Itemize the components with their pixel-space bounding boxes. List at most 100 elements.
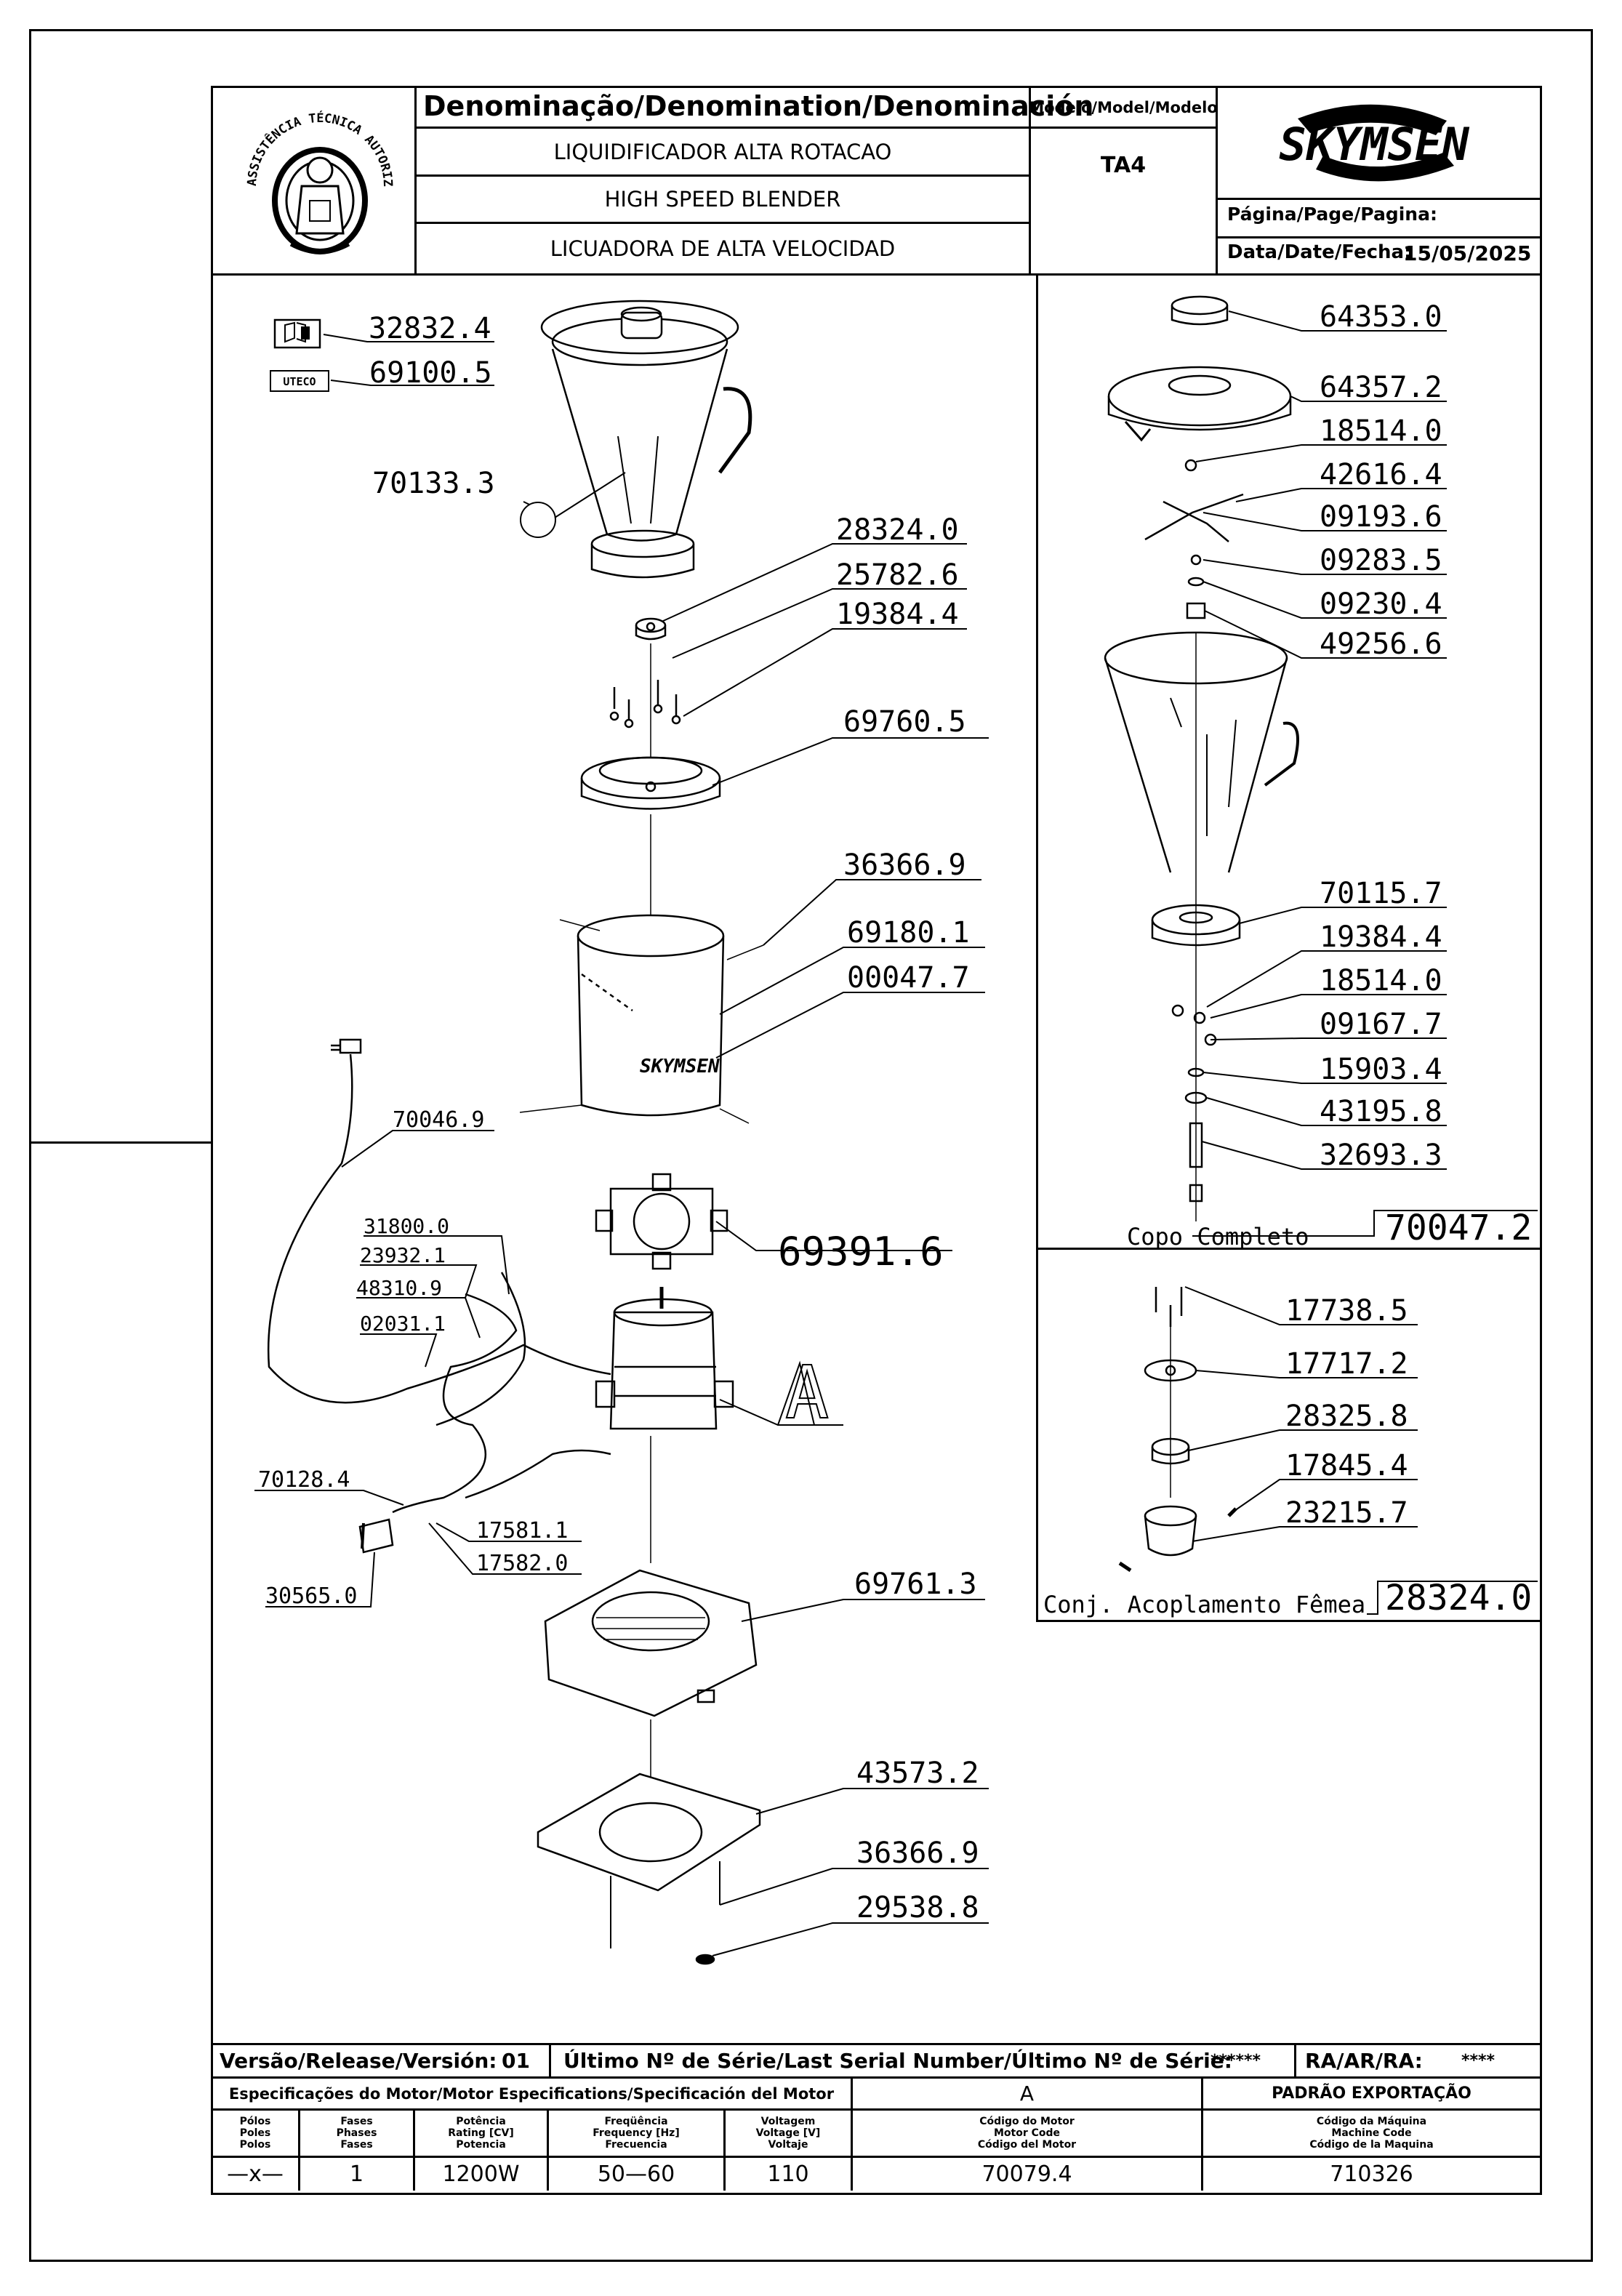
part-label: 69100.5 [369, 356, 492, 390]
motor-base-drawing [544, 1569, 758, 1717]
part-label: 64357.2 [1320, 371, 1442, 404]
part-label: 02031.1 [360, 1312, 446, 1336]
gasket-drawing [595, 1173, 728, 1270]
coupling-part-labels: 17738.5 17717.2 28325.8 17845.4 23215.7 … [1043, 1294, 1532, 1618]
part-label: 29538.8 [856, 1891, 979, 1924]
authorized-service-seal: ASSISTÊNCIA TÉCNICA AUTORIZADA [236, 81, 400, 270]
part-label: 09167.7 [1320, 1008, 1442, 1041]
part-label: 64353.0 [1320, 300, 1442, 334]
serial-label: Último Nº de Série/Last Serial Number/Úl… [563, 2049, 1232, 2073]
part-label: 15903.4 [1320, 1053, 1442, 1086]
right-panel-divider [1036, 275, 1038, 1621]
part-label: 32693.3 [1320, 1139, 1442, 1172]
jar-base-drawing [580, 756, 721, 810]
manual-icon [273, 318, 321, 349]
spec-value-phases: 1 [349, 2161, 364, 2187]
part-label: 09283.5 [1320, 544, 1442, 577]
cup-assembly-code: 70047.2 [1385, 1208, 1532, 1248]
margin-divider [31, 1141, 211, 1144]
serial-value: ****** [1211, 2052, 1261, 2070]
product-name-es: LICUADORA DE ALTA VELOCIDAD [550, 236, 896, 261]
spec-value-motor-code: 70079.4 [981, 2161, 1072, 2187]
housing-logo-text: SKYMSEN [640, 1056, 720, 1077]
coupling-drawing [635, 617, 667, 641]
leader-lines [254, 310, 1538, 1956]
spec-value-voltage: 110 [767, 2161, 809, 2187]
spec-value-poles: —x— [227, 2161, 284, 2187]
motor-drawing [595, 1287, 734, 1430]
ra-label: RA/AR/RA: [1305, 2049, 1423, 2073]
jar-drawing [540, 300, 752, 579]
bottom-plate-drawing [537, 1773, 761, 1965]
part-label: 69180.1 [847, 916, 970, 950]
part-label: 23932.1 [360, 1243, 446, 1267]
part-label: 32832.4 [369, 312, 491, 345]
spec-value-rating: 1200W [442, 2161, 520, 2187]
cup-assembly-title: Copo Completo [1127, 1223, 1309, 1251]
part-label: 17581.1 [476, 1518, 568, 1544]
coupling-assembly-drawing [1118, 1287, 1237, 1573]
part-label: 28325.8 [1285, 1400, 1408, 1433]
spec-value-frequency: 50—60 [597, 2161, 675, 2187]
part-label: 70115.7 [1320, 877, 1442, 910]
part-label: 48310.9 [356, 1276, 442, 1300]
ra-value: **** [1461, 2052, 1495, 2070]
model-value: TA4 [1100, 153, 1147, 178]
motor-letter-cell: A [1019, 2082, 1035, 2106]
part-label: 69391.6 [778, 1229, 944, 1275]
part-label: 28324.0 [836, 513, 959, 547]
denomination-label: Denominação/Denomination/Denominación [423, 90, 1094, 122]
cup-panel-bottom [1036, 1248, 1540, 1250]
motor-letter: A [785, 1350, 829, 1435]
part-label: 69760.5 [843, 705, 966, 739]
sheet-frame [29, 29, 1593, 2262]
part-label: 70128.4 [258, 1467, 350, 1493]
coupling-panel-bottom [1036, 1620, 1540, 1622]
part-label: 09230.4 [1320, 587, 1442, 621]
part-label: 36366.9 [843, 848, 966, 882]
part-label: 17845.4 [1285, 1449, 1408, 1482]
cup-part-labels: 64353.0 64357.2 18514.0 42616.4 09193.6 … [1127, 300, 1532, 1251]
part-label: 70133.3 [372, 467, 495, 500]
part-label: 17717.2 [1285, 1347, 1408, 1381]
date-label: Data/Date/Fecha: [1227, 241, 1412, 263]
wiring-drawing [392, 1272, 611, 1514]
part-label: 17738.5 [1285, 1294, 1408, 1328]
coupling-assembly-title: Conj. Acoplamento Fêmea [1043, 1591, 1365, 1618]
part-label: 25782.6 [836, 558, 959, 592]
part-label: 43195.8 [1320, 1095, 1442, 1128]
export-label: PADRÃO EXPORTAÇÃO [1272, 2084, 1472, 2103]
part-label: 43573.2 [856, 1757, 979, 1790]
date-value: 15/05/2025 [1403, 241, 1532, 265]
part-label: 49256.6 [1320, 627, 1442, 661]
part-label: 23215.7 [1285, 1496, 1408, 1530]
part-label: 31800.0 [364, 1214, 449, 1238]
part-label: 42616.4 [1320, 458, 1442, 491]
product-name-en: HIGH SPEED BLENDER [604, 187, 841, 212]
version-value: 01 [502, 2049, 530, 2073]
model-label: Modelo/Model/Modelo [1029, 99, 1218, 116]
product-name-pt: LIQUIDIFICADOR ALTA ROTACAO [553, 139, 892, 164]
uteco-tag-text: UTECO [283, 375, 316, 388]
power-cord-drawing [268, 1038, 611, 1404]
motor-spec-label: Especificações do Motor/Motor Especifica… [228, 2084, 835, 2103]
part-label: 00047.7 [847, 961, 970, 995]
coupling-assembly-code: 28324.0 [1385, 1578, 1532, 1618]
part-label: 17582.0 [476, 1551, 568, 1576]
part-label: 19384.4 [836, 598, 959, 631]
seal-icon: ASSISTÊNCIA TÉCNICA AUTORIZADA [236, 81, 395, 254]
main-part-labels: 32832.4 69100.5 70133.3 28324.0 25782.6 … [258, 312, 979, 1924]
part-label: 09193.6 [1320, 500, 1442, 534]
housing-drawing: SKYMSEN [519, 914, 764, 1124]
part-label: 69761.3 [854, 1568, 977, 1601]
cup-assembly-drawing [1104, 295, 1299, 1221]
part-label: 30565.0 [265, 1583, 357, 1609]
brand-text: SKYMSEN [1279, 118, 1469, 171]
screw-set [609, 680, 681, 728]
spec-value-machine-code: 710326 [1330, 2161, 1413, 2187]
